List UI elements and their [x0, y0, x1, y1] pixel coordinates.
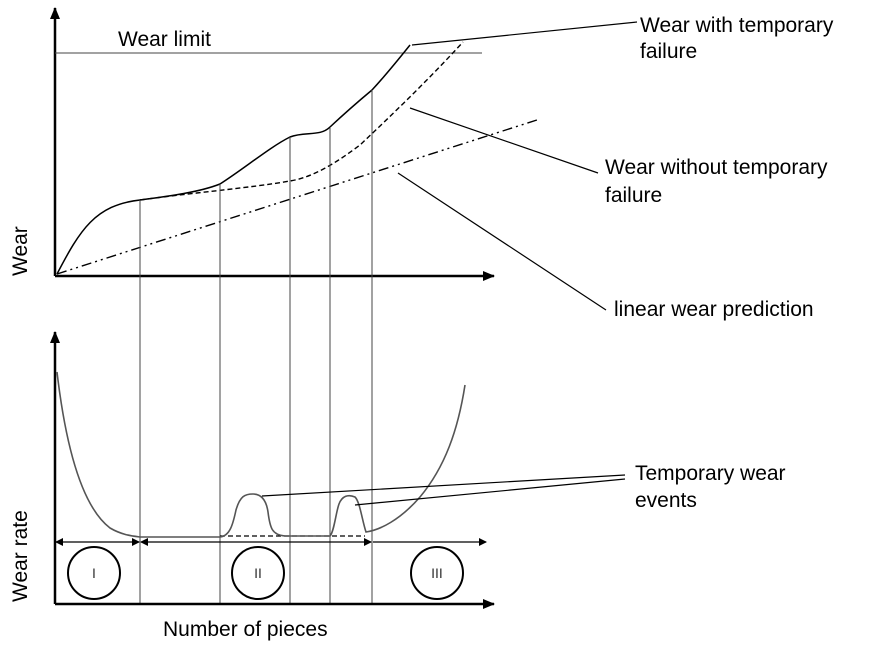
temporary-event-leader-one — [261, 474, 626, 497]
wear-limit-label: Wear limit — [118, 28, 211, 51]
linear-wear-prediction-line — [56, 118, 541, 275]
temporary-event-leader-two — [354, 478, 626, 506]
wear-without-failure-label: Wear without temporary failure — [605, 156, 833, 207]
guide-lines — [139, 90, 373, 604]
wear-panel: Wear limit Wear with temporary failure W… — [9, 7, 839, 321]
wear-with-failure-leader — [411, 21, 638, 46]
linear-wear-prediction-leader — [397, 172, 607, 311]
temporary-wear-events-label: Temporary wear events — [635, 462, 791, 512]
wear-rate-y-axis-title: Wear rate — [9, 510, 32, 602]
x-axis-title: Number of pieces — [163, 618, 328, 641]
phase-three-label: III — [431, 565, 443, 581]
linear-wear-prediction-label: linear wear prediction — [614, 298, 814, 321]
wear-without-failure-leader — [409, 107, 599, 174]
wear-with-failure-curve — [56, 44, 411, 275]
phase-one-circle — [67, 546, 121, 600]
wear-y-axis-title: Wear — [9, 226, 32, 276]
wear-rate-panel: I II III Temporary wear events Wear rate… — [9, 331, 791, 641]
wear-rate-curve — [56, 371, 466, 538]
phase-one-label: I — [92, 565, 96, 581]
phase-two-circle — [231, 546, 285, 600]
wear-with-failure-label: Wear with temporary failure — [640, 14, 839, 63]
phase-three-circle — [410, 546, 464, 600]
wear-without-failure-curve — [139, 41, 464, 201]
phase-two-label: II — [254, 565, 262, 581]
